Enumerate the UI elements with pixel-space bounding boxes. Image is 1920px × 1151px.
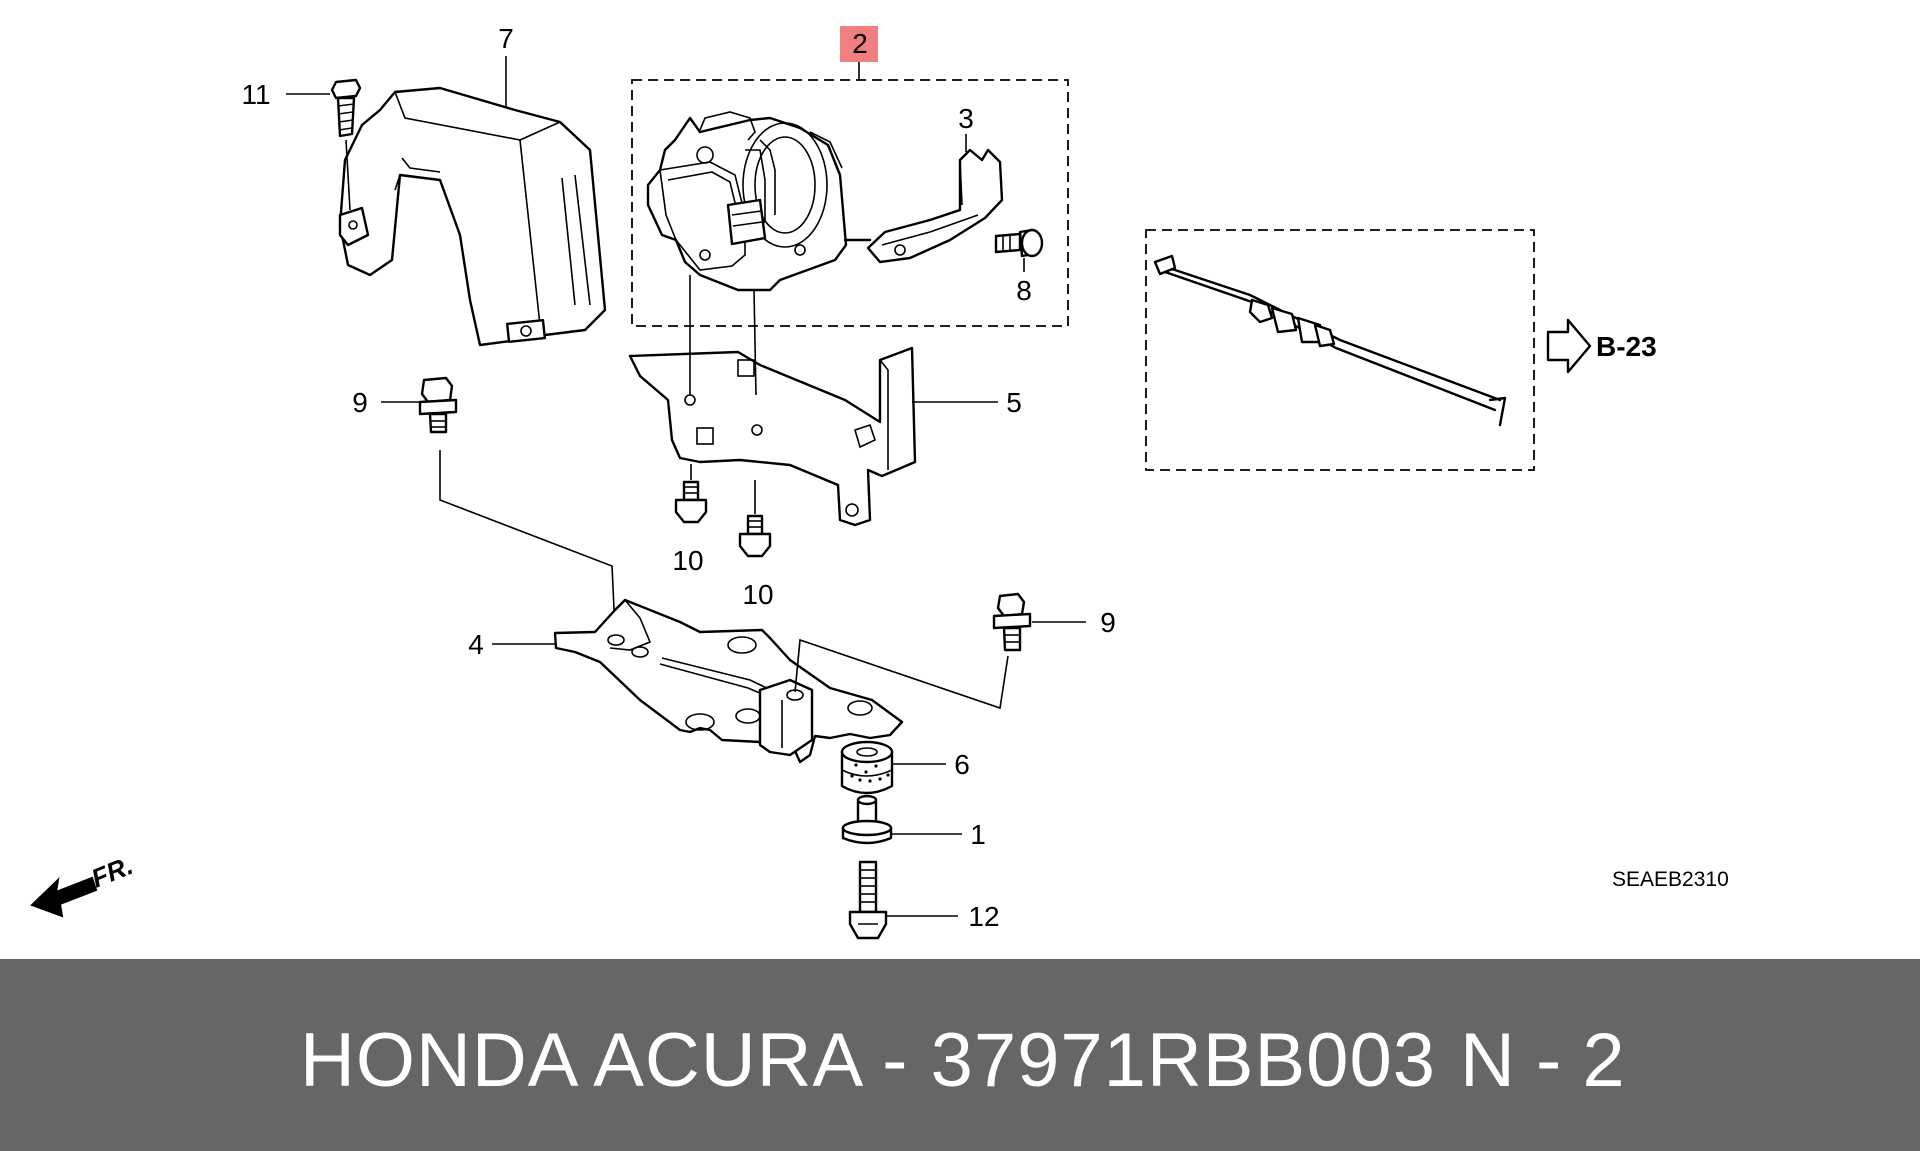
bolt-part-9-a[interactable] [418, 376, 458, 434]
callout-9-right[interactable]: 9 [1100, 607, 1116, 638]
bolt-part-11[interactable] [330, 78, 362, 138]
cover-part-7[interactable] [338, 86, 607, 347]
callout-6[interactable]: 6 [954, 749, 970, 780]
callout-2[interactable]: 2 [852, 28, 868, 59]
cable-inset-box[interactable] [1145, 229, 1535, 471]
parts-diagram: B-23 FR. 2 7 11 3 8 9 5 10 10 9 4 6 1 12… [30, 23, 1729, 940]
front-arrow-icon [30, 876, 98, 918]
callout-10-b[interactable]: 10 [742, 579, 773, 610]
actuator-part-2[interactable] [646, 111, 848, 292]
callout-7[interactable]: 7 [498, 23, 514, 54]
lever-part-3[interactable] [866, 148, 1004, 264]
callout-11[interactable]: 11 [241, 79, 270, 110]
bolt-part-12[interactable] [848, 860, 888, 940]
bracket-part-5[interactable] [628, 346, 917, 527]
callout-3[interactable]: 3 [958, 103, 974, 134]
rubber-mount-part-6[interactable] [840, 740, 894, 795]
bolt-part-8[interactable] [994, 228, 1044, 258]
part-number-title: HONDA ACURA - 37971RBB003 [300, 1018, 1436, 1103]
page-indicator: N - 2 [1460, 1018, 1625, 1103]
callout-5[interactable]: 5 [1006, 387, 1022, 418]
collar-part-1[interactable] [841, 794, 893, 845]
bolt-part-9-b[interactable] [992, 592, 1032, 652]
callout-10-a[interactable]: 10 [672, 545, 703, 576]
assembly-part-2-box [631, 79, 1069, 327]
section-ref-label[interactable]: B-23 [1596, 331, 1657, 362]
front-direction-indicator: FR. [30, 850, 137, 918]
callout-1[interactable]: 1 [970, 819, 986, 850]
bracket-part-4[interactable] [553, 598, 904, 764]
callout-12[interactable]: 12 [968, 901, 999, 932]
bolt-9b-guide-line [794, 638, 1009, 710]
section-ref-arrow[interactable]: B-23 [1546, 318, 1657, 374]
control-cable[interactable] [1153, 254, 1507, 427]
diagram-code: SEAEB2310 [1612, 868, 1729, 891]
bolt-part-10-a[interactable] [674, 480, 708, 524]
bolt-11-guide-line [345, 139, 351, 211]
bolt-part-10-b[interactable] [738, 514, 772, 558]
highlight-part-2-label [840, 26, 878, 62]
callout-4[interactable]: 4 [468, 629, 484, 660]
callout-9-left[interactable]: 9 [352, 387, 368, 418]
callout-8[interactable]: 8 [1016, 275, 1032, 306]
footer-bar: HONDA ACURA - 37971RBB003 N - 2 [0, 959, 1920, 1151]
bolt-9a-guide-line [439, 450, 616, 631]
